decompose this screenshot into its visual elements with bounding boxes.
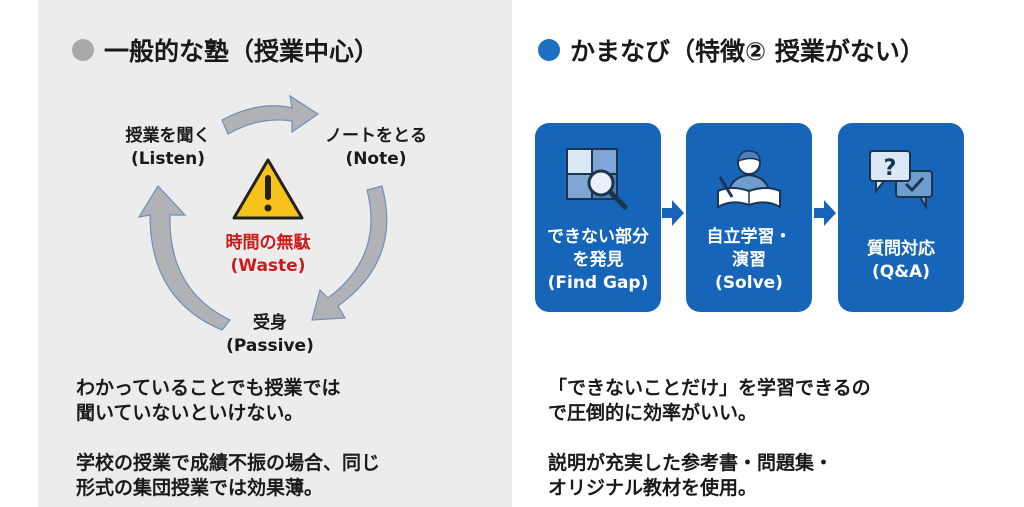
left-para-2: 学校の授業で成績不振の場合、同じ形式の集団授業では効果薄。 [76, 452, 381, 499]
step-qa: ? 質問対応(Q&A) [838, 123, 964, 312]
warning-icon [232, 158, 304, 220]
left-panel [38, 0, 512, 507]
arrow-top [221, 94, 320, 135]
right-para-2: 説明が充実した参考書・問題集・オリジナル教材を使用。 [548, 452, 834, 499]
step-solve: 自立学習・演習(Solve) [686, 123, 812, 312]
arrow-right [311, 185, 388, 321]
svg-text:?: ? [884, 156, 897, 181]
left-para-1: わかっていることでも授業では聞いていないといけない。 [76, 377, 341, 424]
question-chat-icon: ? [869, 150, 933, 211]
cycle-note: ノートをとる(Note) [325, 126, 427, 169]
puzzle-magnifier-icon [566, 148, 628, 210]
blue-bullet-icon [538, 39, 560, 61]
cycle-passive: 受身(Passive) [226, 313, 314, 356]
gray-bullet-icon [72, 39, 94, 61]
cycle-waste: 時間の無駄(Waste) [225, 233, 311, 276]
student-studying-icon [717, 150, 781, 209]
step-find-gap: できない部分を発見(Find Gap) [535, 123, 661, 312]
flow-arrow-1 [662, 200, 684, 226]
right-para-1: 「できないことだけ」を学習できるので圧倒的に効率がいい。 [548, 377, 871, 424]
right-title-text: かまなび（特徴② 授業がない） [570, 37, 925, 66]
cycle-listen: 授業を聞く(Listen) [125, 126, 211, 169]
right-title: かまなび（特徴② 授業がない） [538, 32, 925, 68]
arrow-left [137, 185, 231, 331]
left-title-text: 一般的な塾（授業中心） [104, 37, 380, 66]
left-title: 一般的な塾（授業中心） [72, 32, 379, 68]
cycle-arrows [137, 94, 388, 331]
flow-arrow-2 [814, 200, 836, 226]
